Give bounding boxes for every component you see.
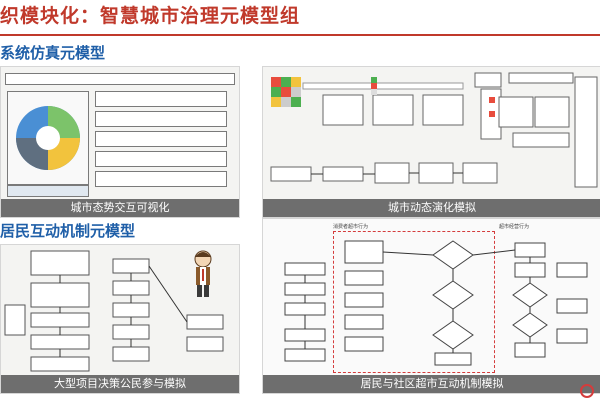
interaction-flowchart — [284, 240, 588, 366]
grid-cluster-left — [271, 77, 301, 107]
consumer-behavior-label: 消费者超市行为 — [333, 224, 369, 230]
participation-flowchart — [4, 250, 224, 372]
page-title: 织模块化：智慧城市治理元模型组 — [0, 5, 301, 27]
formula-row-3 — [95, 131, 227, 147]
section-title-resident-interact: 居民互动机制元模型 — [0, 222, 136, 240]
supermarket-behavior-label: 超市经营行为 — [499, 224, 530, 230]
caption-panel4: 居民与社区超市互动机制模拟 — [263, 375, 600, 393]
pie-chart-box — [7, 91, 89, 185]
evolution-diagram — [270, 72, 598, 188]
panel-public-participation: 大型项目决策公民参与模拟 — [0, 244, 240, 394]
section-title-system-sim: 系统仿真元模型 — [0, 44, 106, 62]
pie-chart-graphic — [16, 106, 80, 170]
map-thumbnail — [7, 185, 89, 197]
interaction-dashed-frame — [333, 231, 495, 373]
title-divider — [0, 34, 600, 36]
formula-row-5 — [95, 171, 227, 187]
cartoon-person-icon — [194, 250, 212, 297]
formula-row-2 — [95, 111, 227, 127]
formula-row-4 — [95, 151, 227, 167]
flow-header-bar — [5, 73, 235, 85]
panel-city-evolution: 城市动态演化模拟 — [262, 66, 600, 218]
caption-panel2: 城市动态演化模拟 — [263, 199, 600, 217]
grid-column-right — [371, 77, 377, 95]
panel-supermarket-interaction: 消费者超市行为 超市经营行为 — [262, 218, 600, 394]
panel-city-visualization: 城市态势交互可视化 — [0, 66, 240, 218]
formula-row-1 — [95, 91, 227, 107]
institution-logo-icon — [580, 384, 594, 398]
caption-panel3: 大型项目决策公民参与模拟 — [1, 375, 239, 393]
caption-panel1: 城市态势交互可视化 — [1, 199, 239, 217]
